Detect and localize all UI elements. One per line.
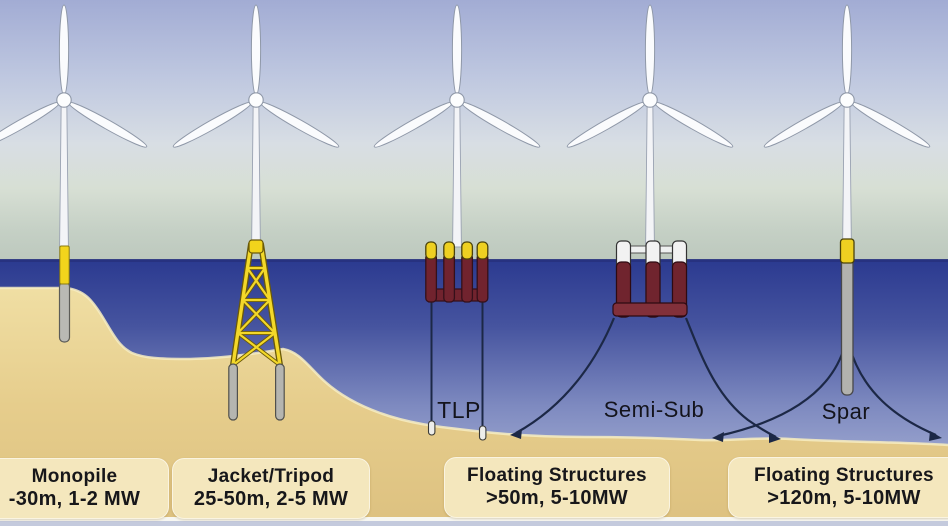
label-semi-sub: Semi-Sub bbox=[603, 397, 705, 422]
tlp-anchor-left bbox=[427, 420, 436, 436]
jacket-pile-right bbox=[275, 363, 285, 421]
semi-sub-foundation bbox=[510, 240, 781, 443]
spar-top bbox=[839, 238, 855, 264]
bottom-strip bbox=[0, 521, 948, 526]
arrow-icon-semisub-left bbox=[510, 429, 522, 439]
arrow-icon-semisub-right bbox=[769, 433, 781, 443]
plate-jacket-subtitle: 25-50m, 2-5 MW bbox=[193, 487, 349, 510]
semisub-pontoon bbox=[612, 302, 688, 317]
horizon-line bbox=[0, 259, 948, 262]
jacket-pile-left bbox=[228, 363, 239, 421]
mooring-line-spar-right bbox=[847, 344, 937, 437]
spar-hull bbox=[840, 258, 854, 396]
tlp-foundation bbox=[425, 241, 489, 441]
monopile-transition-piece bbox=[59, 245, 70, 285]
mooring-line-spar-left bbox=[717, 344, 847, 438]
plate-monopile-title: Monopile bbox=[31, 466, 118, 488]
mooring-line-semisub-right bbox=[684, 317, 777, 438]
plate-jacket-title: Jacket/Tripod bbox=[207, 466, 335, 488]
mooring-line-semisub-left bbox=[515, 317, 616, 434]
spar-foundation bbox=[712, 238, 942, 442]
tlp-anchor-right bbox=[478, 425, 487, 441]
plate-floating-50m-subtitle: >50m, 5-10MW bbox=[486, 486, 628, 509]
plate-floating-50m: Floating Structures >50m, 5-10MW bbox=[444, 457, 670, 518]
plate-monopile: Monopile -30m, 1-2 MW bbox=[0, 458, 169, 519]
label-tlp: TLP bbox=[437, 397, 481, 423]
plate-monopile-subtitle: -30m, 1-2 MW bbox=[8, 487, 141, 510]
arrow-icon-spar-right bbox=[929, 431, 942, 441]
sky bbox=[0, 0, 948, 262]
monopile-foundation bbox=[58, 245, 71, 343]
bottom-white-line bbox=[0, 517, 948, 521]
plate-floating-120m-subtitle: >120m, 5-10MW bbox=[767, 486, 921, 509]
seabed-highlight bbox=[0, 286, 948, 447]
jacket-top-cap bbox=[248, 239, 264, 254]
plate-floating-50m-title: Floating Structures bbox=[467, 465, 647, 487]
plate-jacket-tripod: Jacket/Tripod 25-50m, 2-5 MW bbox=[172, 458, 370, 519]
arrow-icon-spar-left bbox=[712, 432, 724, 442]
plate-floating-120m: Floating Structures >120m, 5-10MW bbox=[728, 457, 948, 518]
label-spar: Spar bbox=[821, 399, 871, 424]
plate-floating-120m-title: Floating Structures bbox=[754, 465, 934, 487]
jacket-foundation bbox=[228, 239, 285, 421]
